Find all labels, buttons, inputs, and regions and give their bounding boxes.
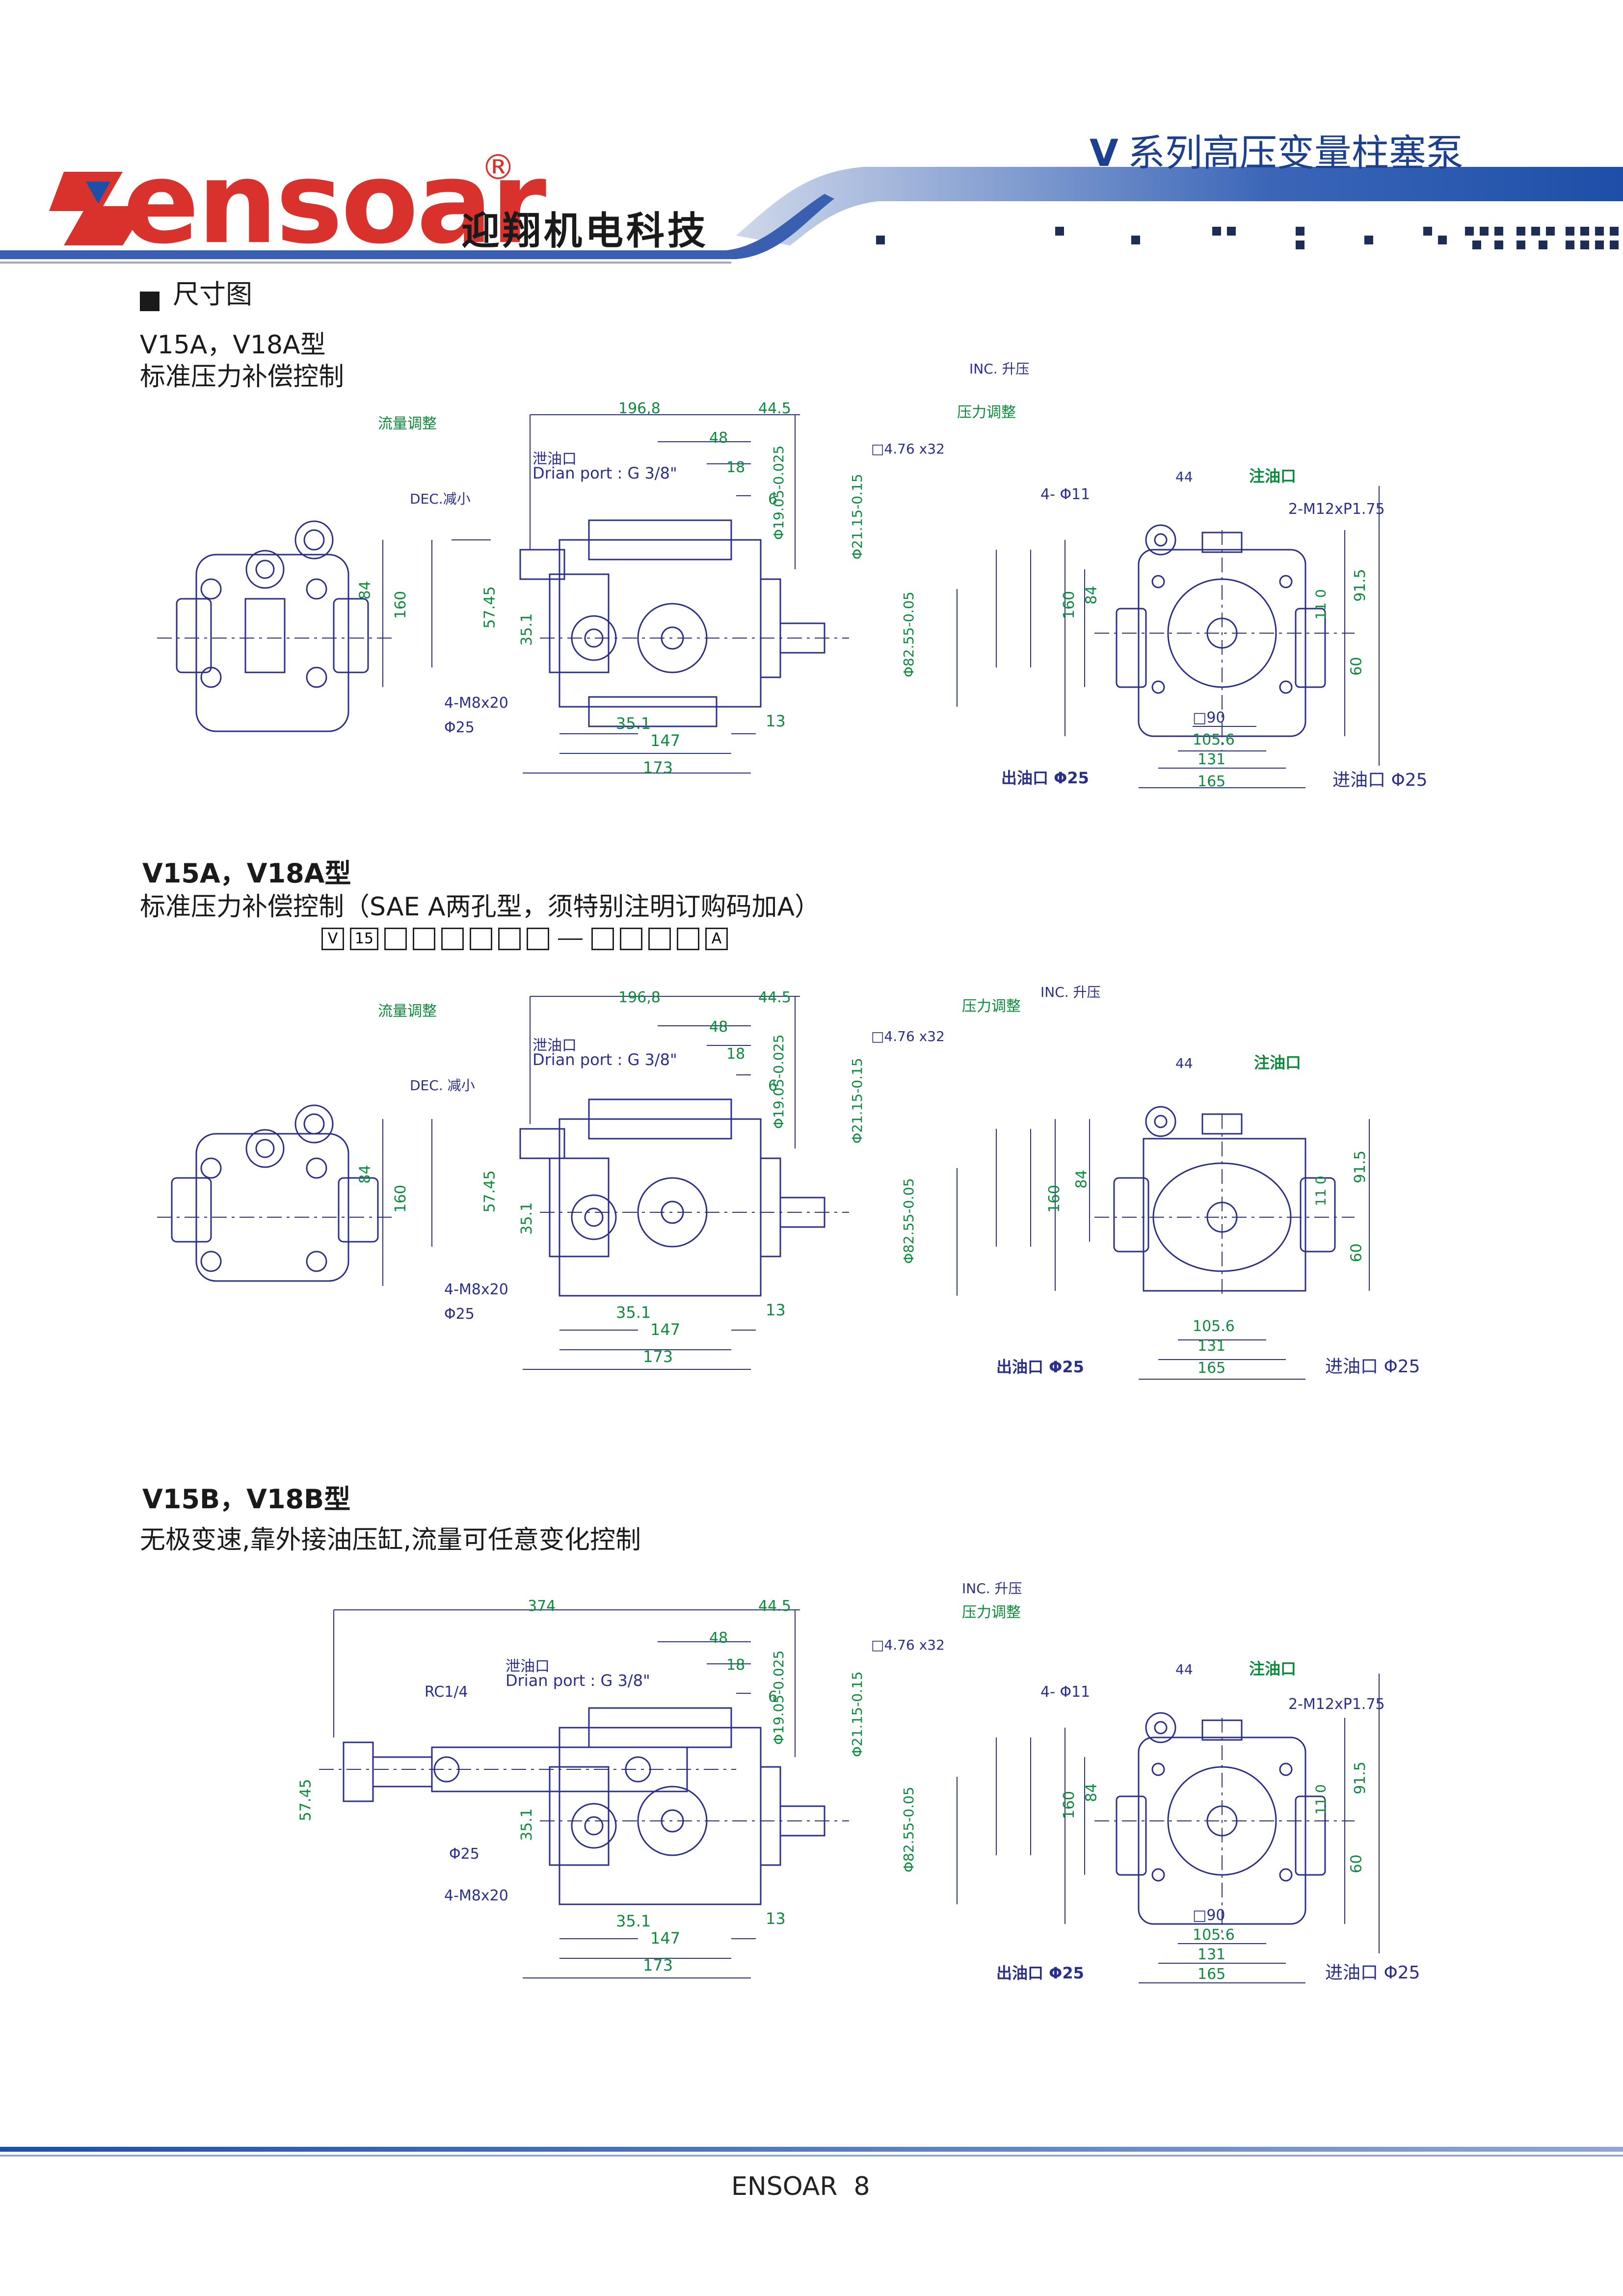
order-code-boxes: V 15 A xyxy=(321,928,734,950)
square-bullet-icon xyxy=(140,291,160,311)
section3-model: V15B，V18B型 xyxy=(142,1484,351,1515)
header-band xyxy=(0,167,1623,264)
code-box xyxy=(470,928,492,950)
section-heading: 尺寸图 xyxy=(140,272,252,311)
section-title: 尺寸图 xyxy=(173,279,253,310)
section2-model: V15A，V18A型 xyxy=(142,858,351,889)
dimension-drawing-1 xyxy=(157,414,1380,788)
code-box xyxy=(498,928,521,950)
code-box xyxy=(677,928,699,950)
code-box xyxy=(413,928,435,950)
section2-desc: 标准压力补偿控制（SAE A两孔型，须特别注明订购码加A） xyxy=(140,892,821,922)
code-dash xyxy=(558,938,583,940)
code-box xyxy=(441,928,464,950)
code-box xyxy=(648,928,671,950)
logo-mark-icon xyxy=(49,172,147,245)
code-box: V xyxy=(321,928,344,950)
code-box: 15 xyxy=(350,928,378,950)
dimension-drawing-3 xyxy=(319,1609,1380,1983)
code-box xyxy=(384,928,407,950)
registered-mark: ® xyxy=(481,147,515,187)
code-box xyxy=(591,928,614,950)
brand-logo-text: ensoar xyxy=(123,138,546,269)
section1-model: V15A，V18A型 xyxy=(140,330,326,360)
code-box xyxy=(527,928,549,950)
series-title: V 系列高压变量柱塞泵 xyxy=(1090,123,1463,177)
footer-page-label: ENSOAR 8 xyxy=(731,2172,870,2201)
footer-band xyxy=(0,2147,1623,2157)
section3-desc: 无极变速,靠外接油压缸,流量可任意变化控制 xyxy=(140,1525,641,1555)
series-title-text: 系列高压变量柱塞泵 xyxy=(1127,131,1463,175)
dimension-drawing-2 xyxy=(157,996,1370,1380)
section1-desc: 标准压力补偿控制 xyxy=(140,362,345,392)
code-box: A xyxy=(705,928,728,950)
series-title-prefix: V xyxy=(1090,131,1118,175)
code-box xyxy=(620,928,642,950)
company-name-cn: 迎翔机电科技 xyxy=(461,209,709,253)
